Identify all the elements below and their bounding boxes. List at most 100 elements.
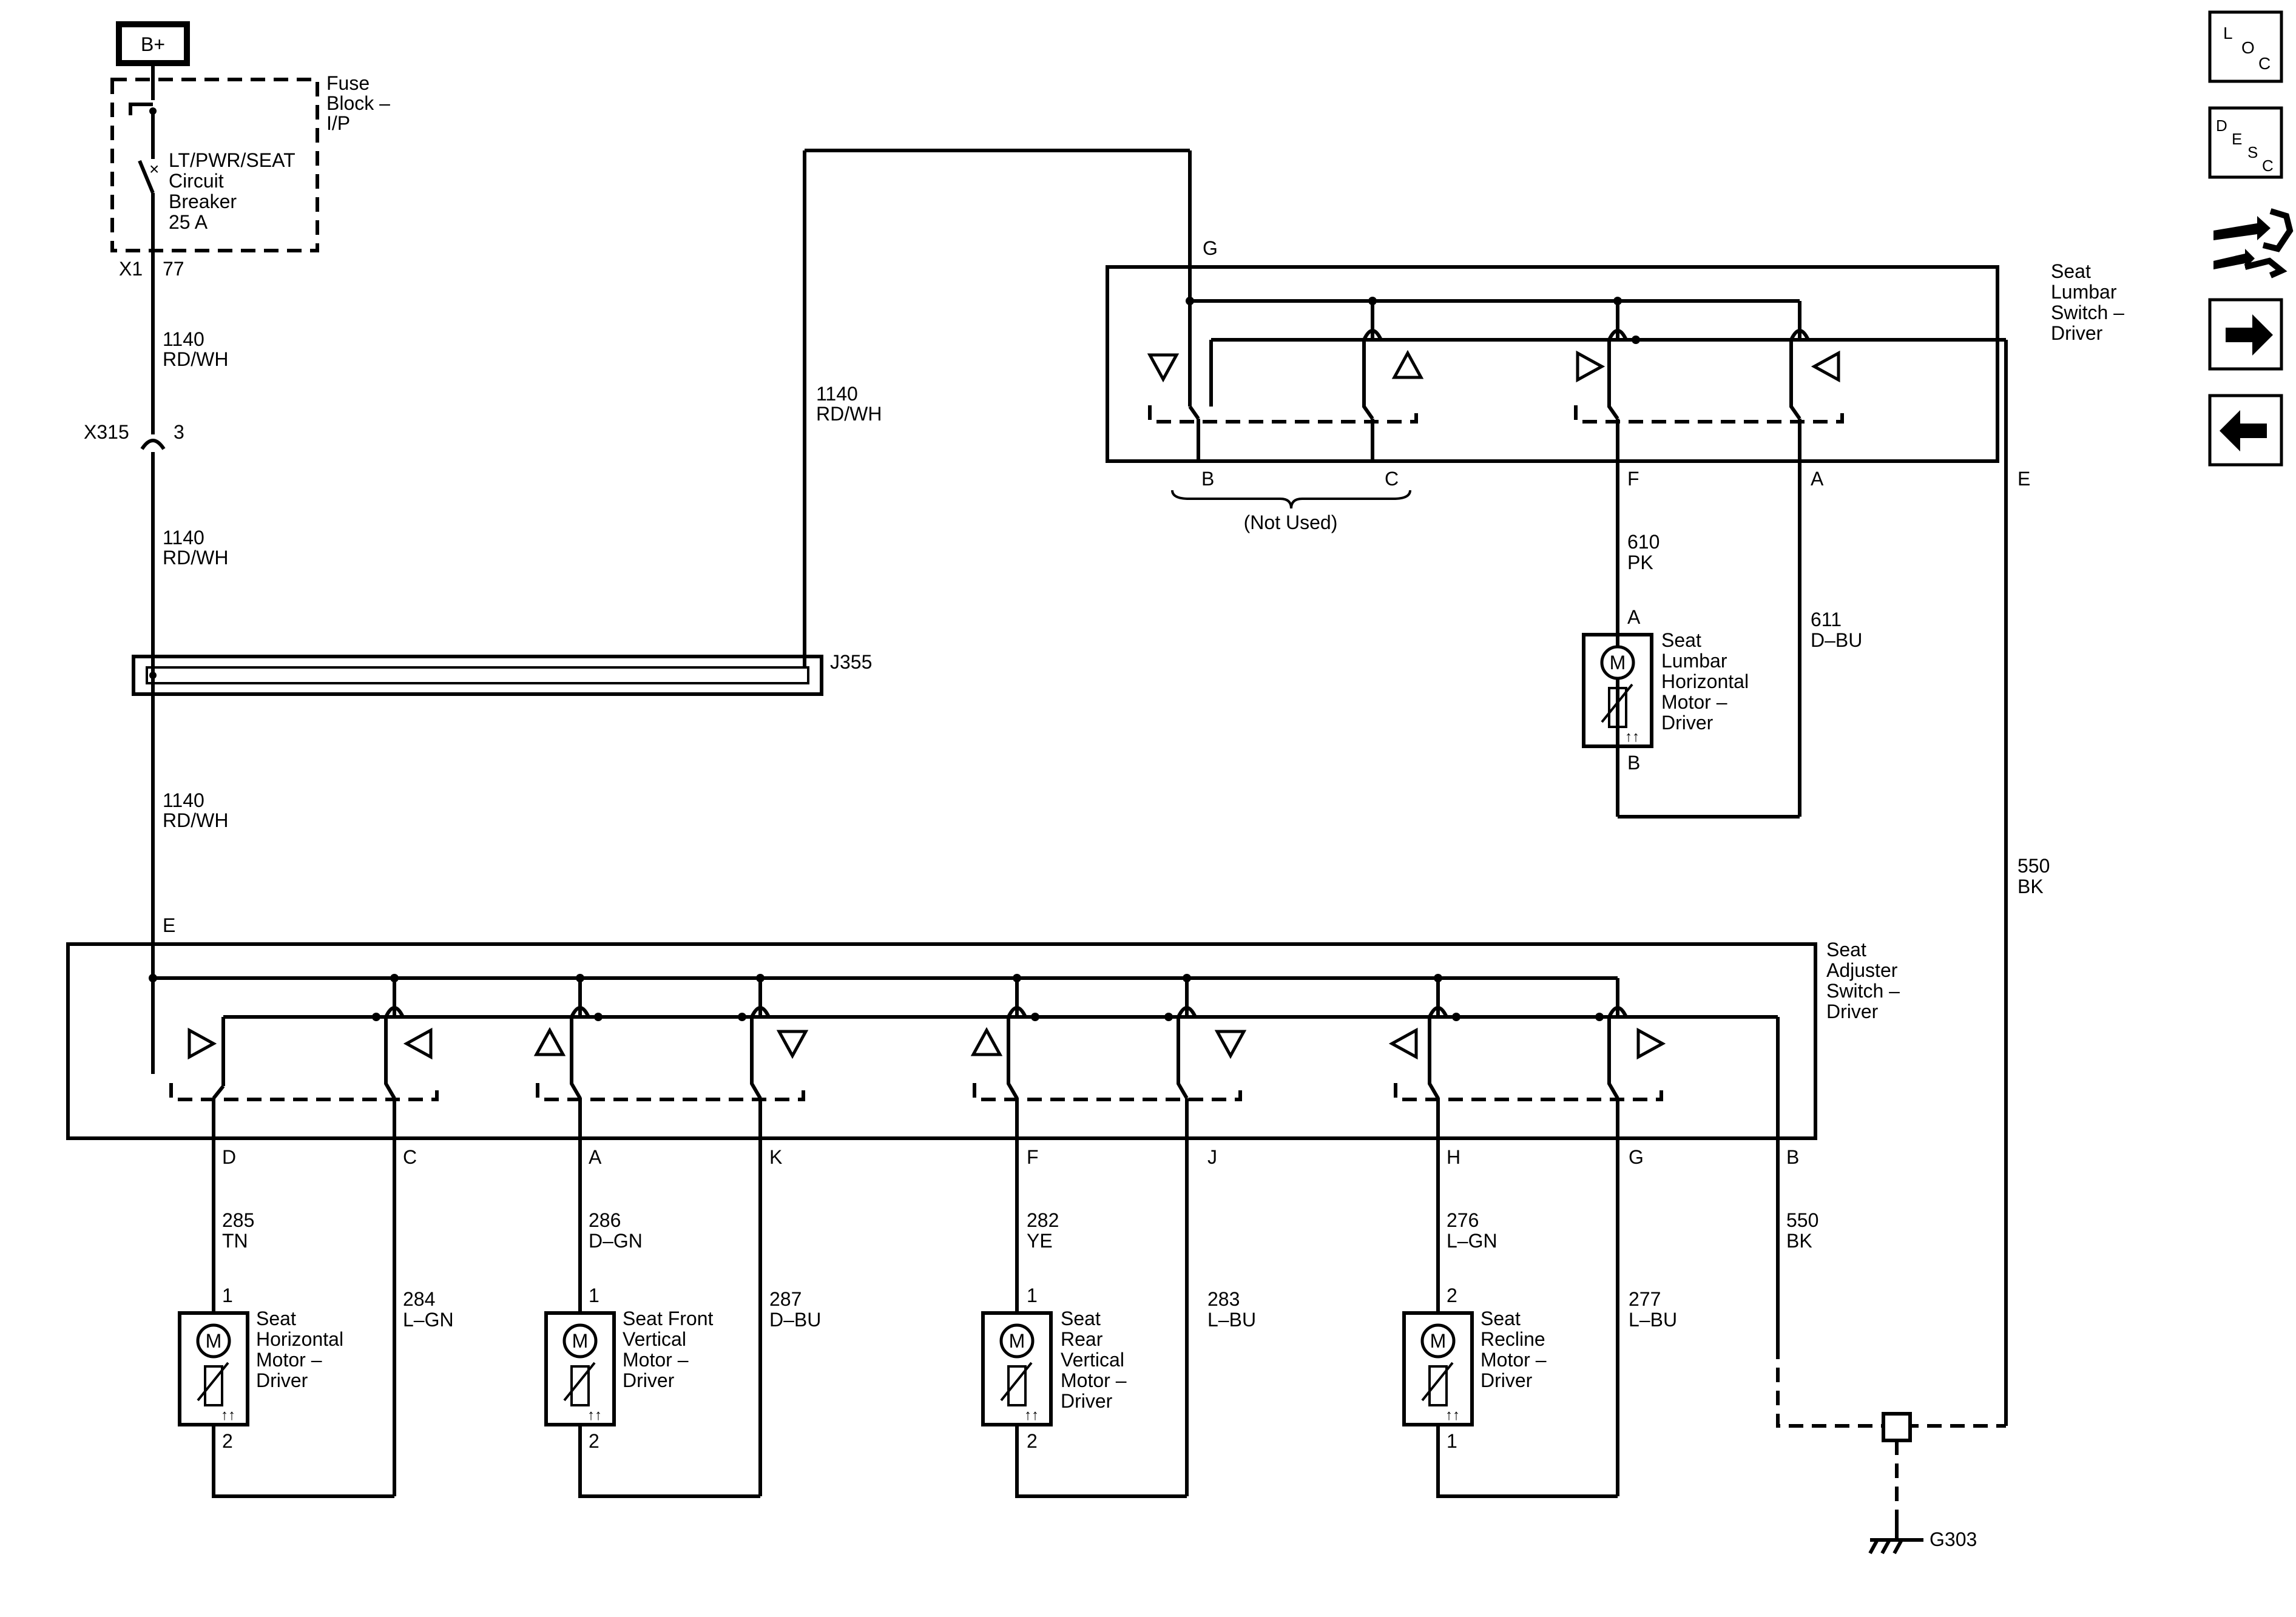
motor-2-m-icon: M bbox=[572, 1330, 589, 1352]
wire-550-circuit-a: 550 bbox=[2017, 855, 2050, 877]
loc-letter-c: C bbox=[2258, 54, 2271, 73]
adjuster-pin-k: K bbox=[769, 1146, 782, 1168]
motor-4-m-icon: M bbox=[1430, 1330, 1447, 1352]
motor-2-label-1: Seat Front bbox=[623, 1308, 714, 1329]
motor-3-m-icon: M bbox=[1009, 1330, 1025, 1352]
fuse-block-label-1: Fuse bbox=[326, 72, 370, 94]
svg-text:×: × bbox=[149, 160, 159, 178]
wire-277-color: L–BU bbox=[1629, 1309, 1677, 1331]
bplus-label: B+ bbox=[141, 33, 165, 55]
wire-282-circuit: 282 bbox=[1027, 1209, 1059, 1231]
wire-285-color: TN bbox=[222, 1230, 248, 1252]
motor-3-label-1: Seat bbox=[1061, 1308, 1101, 1329]
lumbar-motor-pin-b: B bbox=[1627, 752, 1640, 774]
desc-button[interactable]: D E S C bbox=[2208, 106, 2283, 179]
lumbar-pin-a: A bbox=[1811, 468, 1824, 490]
previous-page-button[interactable] bbox=[2208, 394, 2283, 467]
rear-down-arrow-icon bbox=[1214, 1030, 1247, 1059]
wire-277-circuit: 277 bbox=[1629, 1288, 1661, 1310]
front-up-arrow-icon bbox=[533, 1027, 566, 1056]
wire-610-circuit: 610 bbox=[1627, 531, 1660, 553]
lumbar-switch-label-4: Driver bbox=[2051, 322, 2103, 344]
j355-label: J355 bbox=[830, 651, 872, 673]
wire-1140-circuit-a: 1140 bbox=[163, 328, 204, 350]
wire-550-color-b: BK bbox=[1786, 1230, 1812, 1252]
wire-550-color-a: BK bbox=[2017, 876, 2044, 897]
desc-letter-e: E bbox=[2232, 130, 2242, 148]
seat-adjuster-switch: E Seat Adjuster Switch – Driver bbox=[66, 914, 1900, 1345]
wire-284-color: L–GN bbox=[403, 1309, 454, 1331]
motor-4-label-2: Recline bbox=[1481, 1328, 1545, 1350]
front-down-arrow-icon bbox=[776, 1030, 809, 1059]
motor-4-label-4: Driver bbox=[1481, 1369, 1533, 1391]
wire-283-color: L–BU bbox=[1207, 1309, 1256, 1331]
lumbar-pin-b: B bbox=[1201, 468, 1214, 490]
svg-text:↑↑: ↑↑ bbox=[1445, 1407, 1460, 1423]
wire-286-circuit: 286 bbox=[589, 1209, 621, 1231]
adjuster-pin-h: H bbox=[1447, 1146, 1460, 1168]
svg-text:↑↑: ↑↑ bbox=[1625, 729, 1639, 745]
arrow-right-icon bbox=[2226, 314, 2273, 356]
x315-label: X315 bbox=[84, 421, 129, 443]
motor-1-label-1: Seat bbox=[256, 1308, 296, 1329]
loc-button[interactable]: L O C bbox=[2208, 10, 2283, 83]
lumbar-pin-c: C bbox=[1385, 468, 1399, 490]
motor-3-pin-bottom: 2 bbox=[1027, 1430, 1038, 1452]
breaker-label-2: Circuit bbox=[169, 170, 224, 192]
motor-1-label-3: Motor – bbox=[256, 1349, 322, 1371]
lumbar-up-arrow-icon bbox=[1391, 349, 1424, 379]
wire-287-circuit: 287 bbox=[769, 1288, 802, 1310]
motor-1-label-4: Driver bbox=[256, 1369, 308, 1391]
lumbar-left-arrow-icon bbox=[1811, 350, 1840, 383]
svg-text:↑↑: ↑↑ bbox=[587, 1407, 602, 1423]
seat-recline-motor: 2 M ↑↑ 1 Seat Recline Motor – Driver bbox=[1402, 1284, 1547, 1452]
ground-g303: G303 bbox=[1776, 1345, 2006, 1555]
wire-1140-color-b: RD/WH bbox=[163, 547, 228, 569]
battery-positive-source: B+ bbox=[116, 21, 190, 66]
wire-610-color: PK bbox=[1627, 552, 1653, 573]
adjuster-switch-label-4: Driver bbox=[1826, 1001, 1879, 1022]
connector-wrench-button[interactable] bbox=[2213, 208, 2294, 279]
wire-1140-circuit-b: 1140 bbox=[163, 527, 204, 549]
motor-3-label-5: Driver bbox=[1061, 1390, 1113, 1412]
wire-1140-color-c: RD/WH bbox=[816, 403, 882, 425]
desc-letter-d: D bbox=[2216, 116, 2227, 135]
fuse-connector-label: X1 bbox=[119, 258, 143, 280]
fuse-block: Fuse Block – I/P × LT/PWR/SEAT Circuit B… bbox=[110, 72, 390, 252]
fuse-pin-label: 77 bbox=[163, 258, 184, 280]
horizontal-rearward-arrow-icon bbox=[403, 1027, 433, 1060]
adjuster-pin-j: J bbox=[1207, 1146, 1217, 1168]
x315-pin-label: 3 bbox=[174, 421, 184, 443]
arrow-left-icon bbox=[2220, 410, 2267, 451]
motor-1-pin-bottom: 2 bbox=[222, 1430, 233, 1452]
wire-1140-circuit-d: 1140 bbox=[163, 789, 204, 811]
splice-j355: J355 bbox=[132, 651, 872, 696]
seat-horizontal-motor: 1 M ↑↑ 2 Seat Horizontal Motor – Driver bbox=[178, 1284, 343, 1452]
wire-1140-circuit-c: 1140 bbox=[816, 383, 858, 405]
seat-front-vertical-motor: 1 M ↑↑ 2 Seat Front Vertical Motor – Dri… bbox=[544, 1284, 714, 1452]
next-page-button[interactable] bbox=[2208, 298, 2283, 371]
seat-rear-vertical-motor: 1 M ↑↑ 2 Seat Rear Vertical Motor – Driv… bbox=[981, 1284, 1127, 1452]
lumbar-switch-label-3: Switch – bbox=[2051, 302, 2124, 323]
motor-1-label-2: Horizontal bbox=[256, 1328, 343, 1350]
svg-text:↑↑: ↑↑ bbox=[221, 1407, 235, 1423]
lumbar-pin-f: F bbox=[1627, 468, 1639, 490]
motor-1-pin-top: 1 bbox=[222, 1284, 233, 1306]
motor-3-pin-top: 1 bbox=[1027, 1284, 1038, 1306]
motor-2-label-4: Driver bbox=[623, 1369, 675, 1391]
motor-1-m-icon: M bbox=[206, 1330, 222, 1352]
motor-wiring: 285 TN 284 L–GN 286 D–GN 287 D–BU 282 YE… bbox=[212, 1098, 1818, 1498]
lumbar-motor-label-3: Horizontal bbox=[1661, 670, 1749, 692]
fuse-block-label-2: Block – bbox=[326, 92, 390, 114]
motor-2-pin-bottom: 2 bbox=[589, 1430, 599, 1452]
g303-label: G303 bbox=[1930, 1528, 1977, 1550]
wire-283-circuit: 283 bbox=[1207, 1288, 1240, 1310]
adjuster-switch-label-3: Switch – bbox=[1826, 980, 1900, 1002]
adjuster-pin-b: B bbox=[1786, 1146, 1799, 1168]
lumbar-pin-g: G bbox=[1203, 237, 1218, 259]
adjuster-pin-f: F bbox=[1027, 1146, 1039, 1168]
desc-letter-c: C bbox=[2262, 157, 2274, 175]
motor-4-pin-top: 2 bbox=[1447, 1284, 1457, 1306]
lumbar-switch-label-1: Seat bbox=[2051, 260, 2091, 282]
